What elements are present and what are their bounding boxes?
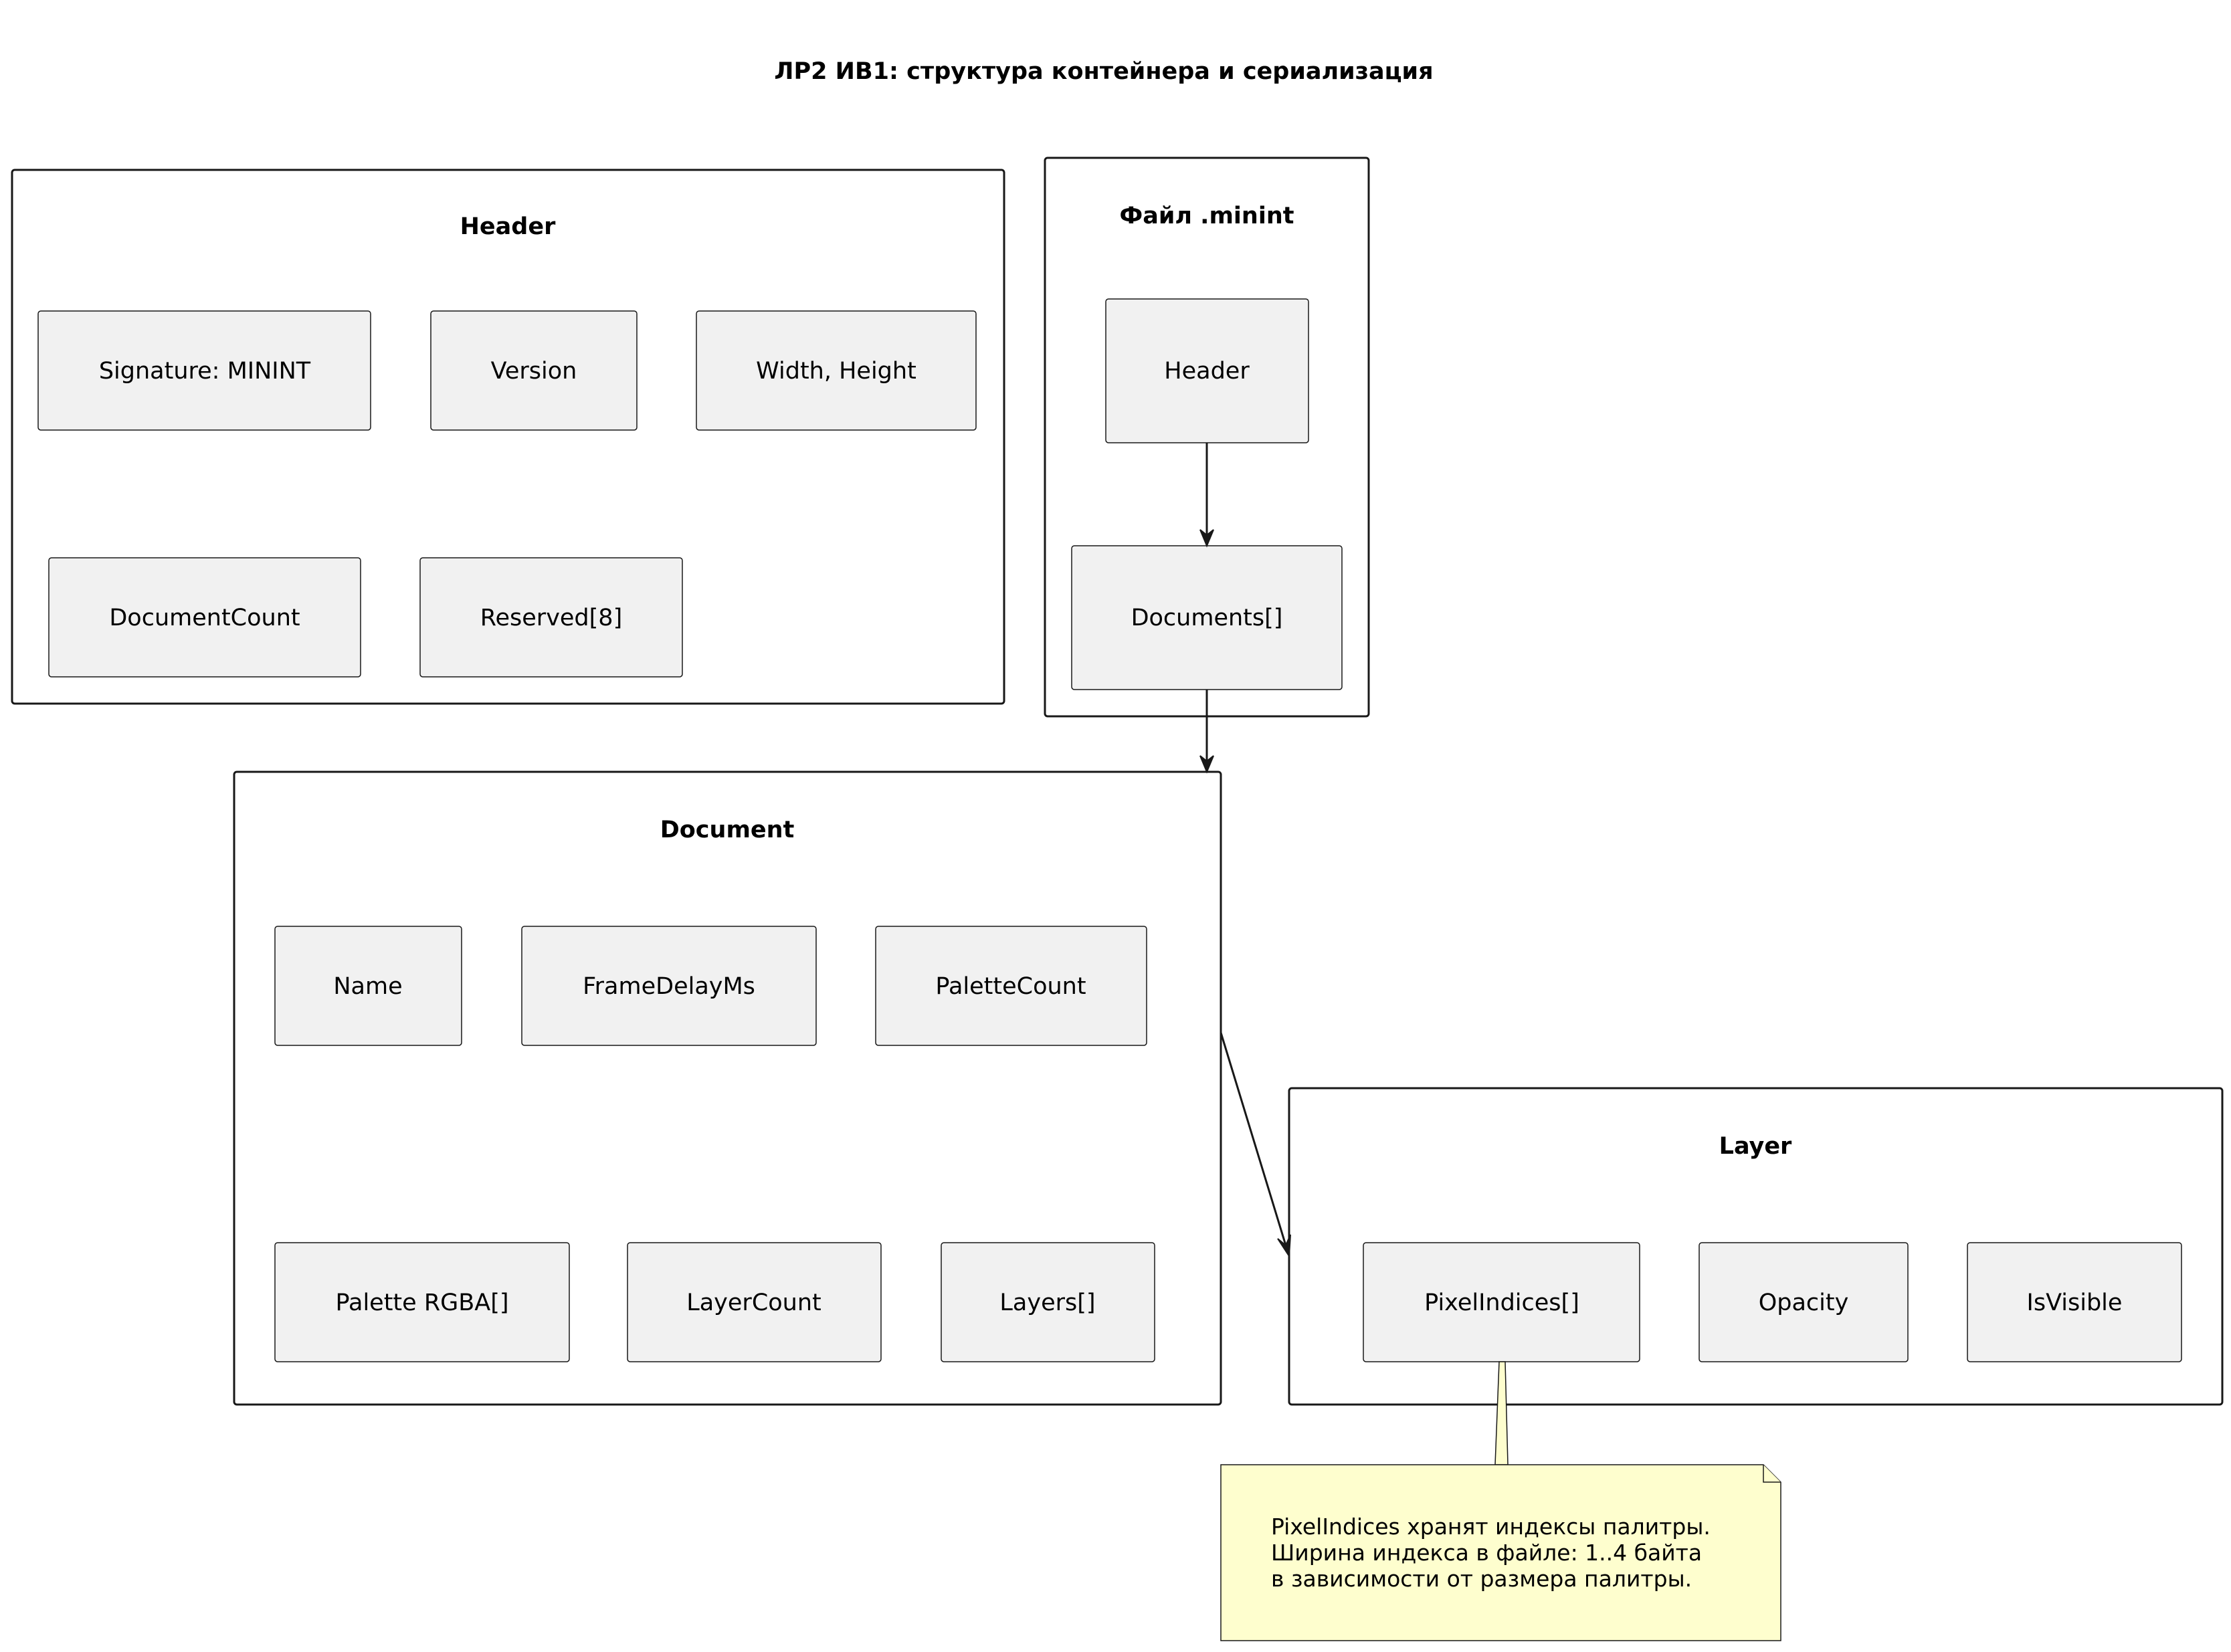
- component-frame-delay: FrameDelayMs: [521, 926, 817, 1046]
- component-signature: Signature: MININT: [37, 310, 371, 431]
- edge-documents-to-document: [1199, 690, 1214, 774]
- layer-package-title: Layer: [1719, 1133, 1792, 1160]
- arrowhead-icon: [1199, 529, 1214, 548]
- note-body: [1220, 1464, 1781, 1641]
- arrowhead-icon: [1277, 1234, 1291, 1259]
- component-label: Layers[]: [999, 1289, 1095, 1316]
- file-package: Файл .minint Header Documents[]: [1044, 157, 1370, 718]
- component-palette-rgba: Palette RGBA[]: [274, 1242, 570, 1362]
- component-opacity: Opacity: [1699, 1242, 1909, 1362]
- component-layer-count: LayerCount: [627, 1242, 882, 1362]
- pixel-indices-note: PixelIndices хранят индексы палитры. Шир…: [1220, 1361, 1781, 1641]
- component-label: Opacity: [1759, 1289, 1849, 1316]
- component-label: PaletteCount: [935, 973, 1086, 1000]
- note-line-2: Ширина индекса в файле: 1..4 байта: [1271, 1540, 1702, 1566]
- component-label: Reserved[8]: [480, 605, 622, 631]
- component-label: Documents[]: [1131, 605, 1283, 631]
- component-file-header: Header: [1105, 298, 1309, 443]
- component-layers: Layers[]: [941, 1242, 1155, 1362]
- component-label: Name: [333, 973, 402, 1000]
- component-is-visible: IsVisible: [1967, 1242, 2182, 1362]
- component-documents: Documents[]: [1071, 545, 1343, 690]
- edge-header-to-documents: [1199, 443, 1214, 548]
- component-label: DocumentCount: [109, 605, 300, 631]
- component-label: PixelIndices[]: [1424, 1289, 1579, 1316]
- arrowhead-icon: [1199, 755, 1214, 774]
- note-line-1: PixelIndices хранят индексы палитры.: [1271, 1514, 1711, 1540]
- document-package: Document Name FrameDelayMs PaletteCount …: [233, 770, 1222, 1406]
- component-reserved: Reserved[8]: [419, 557, 683, 678]
- header-package: Header Signature: MININT Version Width, …: [11, 169, 1005, 705]
- note-line-3: в зависимости от размера палитры.: [1271, 1566, 1692, 1592]
- note-corner-fold: [1763, 1465, 1781, 1483]
- header-package-title: Header: [460, 213, 556, 240]
- component-label: LayerCount: [686, 1289, 821, 1316]
- edge-document-to-layer: [1220, 1032, 1291, 1259]
- component-label: Width, Height: [756, 358, 916, 385]
- component-document-count: DocumentCount: [48, 557, 361, 678]
- component-version: Version: [430, 310, 638, 431]
- component-label: Signature: MININT: [99, 358, 311, 385]
- component-label: Palette RGBA[]: [335, 1289, 508, 1316]
- file-package-title: Файл .minint: [1120, 203, 1294, 229]
- component-pixel-indices: PixelIndices[]: [1363, 1242, 1640, 1362]
- document-package-title: Document: [660, 817, 795, 843]
- component-label: FrameDelayMs: [583, 973, 755, 1000]
- component-label: IsVisible: [2027, 1289, 2123, 1316]
- diagram-title: ЛР2 ИВ1: структура контейнера и сериализ…: [774, 58, 1433, 85]
- component-label: Header: [1164, 358, 1250, 385]
- component-label: Version: [491, 358, 577, 385]
- component-palette-count: PaletteCount: [875, 926, 1147, 1046]
- component-name: Name: [274, 926, 462, 1046]
- component-width-height: Width, Height: [696, 310, 977, 431]
- layer-package: Layer PixelIndices[] Opacity IsVisible: [1288, 1087, 2224, 1406]
